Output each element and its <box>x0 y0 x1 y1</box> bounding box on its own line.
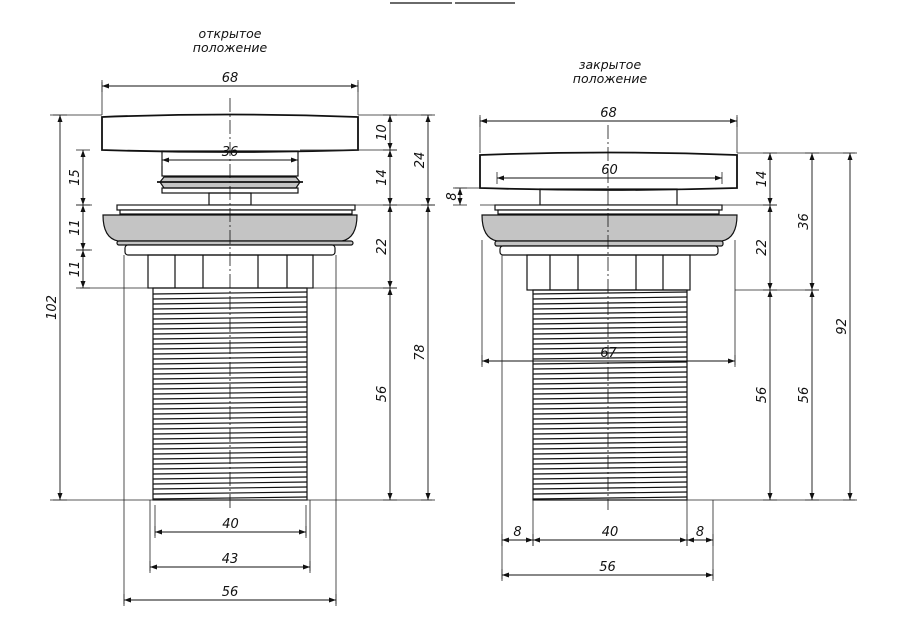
dim-closed-total-height: 92 <box>835 152 857 501</box>
dim-open-stem-height: 14 <box>375 149 397 206</box>
caption-closed-line2: положение <box>573 71 648 86</box>
dimension-label: 40 <box>222 517 239 532</box>
thread-lines <box>152 291 688 500</box>
dimension-label: 11 <box>68 261 83 278</box>
dim-closed-cap-width: 68 <box>479 106 738 127</box>
closed-flange-dish <box>481 214 738 242</box>
dimension-label: 14 <box>755 171 770 188</box>
dim-closed-thread-width: 40 <box>532 525 688 546</box>
dimension-label: 22 <box>375 238 390 255</box>
dimension-label: 15 <box>68 169 83 186</box>
closed-hex-nut <box>526 254 691 291</box>
dim-closed-nut-width: 56 <box>501 560 714 581</box>
dim-closed-cap-height: 14 <box>755 152 777 206</box>
closed-flange-plate <box>494 204 723 211</box>
dimension-label: 8 <box>445 192 460 200</box>
dim-open-nut-width: 56 <box>123 585 337 606</box>
dimension-label: 8 <box>696 525 704 540</box>
dimension-label: 56 <box>222 585 239 600</box>
dimension-label: 56 <box>755 387 770 404</box>
dim-closed-flange-width: 67 <box>481 346 736 367</box>
dim-open-cap-width: 68 <box>101 71 359 92</box>
caption-closed-line1: закрытое <box>579 57 642 72</box>
dimensions: 68 36 40 43 56 102 15 11 11 10 24 14 22 78 56 68 60 67 8 14… <box>45 71 857 606</box>
closed-position-drain <box>479 125 738 510</box>
open-position-drain <box>101 98 359 510</box>
dim-closed-flange-height: 22 <box>755 204 777 291</box>
closed-neck <box>539 188 678 206</box>
dimension-label: 43 <box>222 552 239 567</box>
dimension-label: 60 <box>601 163 618 178</box>
dim-closed-inner-width: 60 <box>496 163 723 184</box>
dim-open-thread-outer: 43 <box>149 552 311 573</box>
dim-closed-thread-height-2: 56 <box>797 289 819 501</box>
dim-closed-thread-height: 56 <box>755 289 777 501</box>
dimension-label: 56 <box>375 386 390 403</box>
dim-open-thread-inner: 40 <box>154 517 307 538</box>
dimension-label: 67 <box>600 346 617 361</box>
dimension-label: 78 <box>413 344 428 361</box>
dimension-label: 14 <box>375 169 390 186</box>
dimension-label: 40 <box>602 525 619 540</box>
dimension-label: 102 <box>45 295 60 320</box>
caption-open-line2: положение <box>193 40 268 55</box>
dim-open-flange-upper: 11 <box>68 204 90 251</box>
dim-closed-right-offset: 8 <box>686 525 714 546</box>
dim-closed-upper-height: 36 <box>797 152 819 291</box>
dim-open-cap-height: 10 <box>375 114 397 151</box>
dim-open-total-height: 102 <box>45 114 67 501</box>
dim-closed-left-offset: 8 <box>501 525 534 546</box>
dimension-label: 92 <box>835 318 850 335</box>
caption-open-line1: открытое <box>199 26 262 41</box>
dimension-label: 56 <box>797 387 812 404</box>
dimension-label: 11 <box>68 219 83 236</box>
dim-closed-gap: 8 <box>445 187 467 206</box>
dimension-label: 68 <box>222 71 239 86</box>
dim-open-cap-to-flange: 24 <box>413 114 435 206</box>
closed-thread-body <box>532 289 688 501</box>
dimension-label: 36 <box>797 213 812 230</box>
dimension-label: 36 <box>222 145 239 160</box>
dim-open-stem-width: 36 <box>161 145 299 166</box>
dim-open-stem-gap: 15 <box>68 149 90 206</box>
dimension-label: 10 <box>375 124 390 141</box>
dim-open-thread-height: 56 <box>375 287 397 501</box>
dim-open-body-height: 78 <box>413 204 435 501</box>
dimension-label: 56 <box>599 560 616 575</box>
dimension-label: 8 <box>513 525 521 540</box>
open-flange-plate <box>116 204 356 211</box>
dim-open-flange-lower: 11 <box>68 249 90 289</box>
open-hex-nut <box>147 254 314 289</box>
dimension-label: 68 <box>600 106 617 121</box>
dimension-label: 24 <box>413 152 428 169</box>
dim-open-flange-height: 22 <box>375 204 397 289</box>
dimension-label: 22 <box>755 239 770 256</box>
